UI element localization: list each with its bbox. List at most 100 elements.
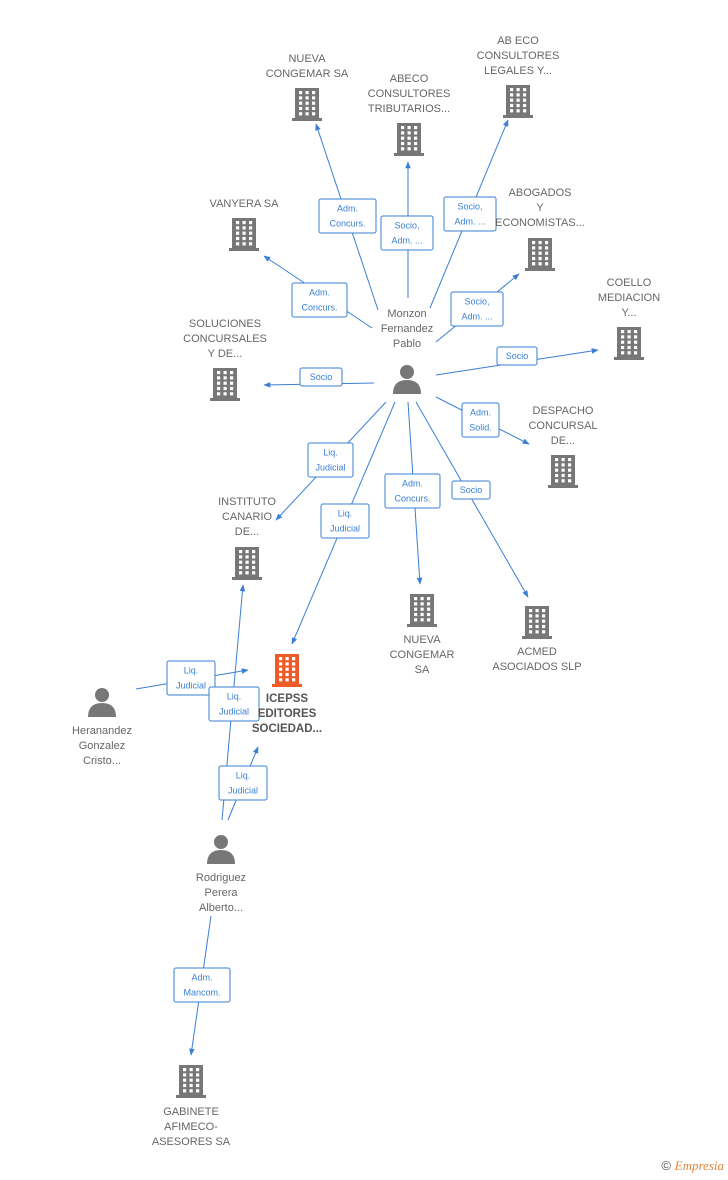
edge-label-text: Adm. ... [391, 236, 422, 246]
edge-label-box[interactable] [443, 196, 497, 232]
node-despacho[interactable]: DESPACHOCONCURSALDE... [528, 405, 598, 488]
person-icon [207, 835, 235, 864]
edge-monzon-abeco_tributarios: Socio,Adm. ... [380, 161, 434, 298]
node-label: ASESORES SA [152, 1136, 231, 1148]
node-label: ACMED [517, 646, 557, 658]
edge-monzon-abogados: Socio, Adm. ... [435, 273, 520, 343]
building-icon [229, 218, 259, 251]
edge-label-box[interactable] [299, 367, 343, 387]
edge-label-text: Adm. [191, 973, 212, 983]
node-label: DE... [551, 435, 575, 447]
node-label: SOCIEDAD... [252, 723, 322, 735]
node-abeco-legales[interactable]: AB ECO CONSULTORES LEGALES Y... [477, 35, 560, 118]
node-label: ECONOMISTAS... [495, 217, 585, 229]
edge-label-text: Judicial [330, 524, 360, 534]
node-label: CONSULTORES [477, 50, 560, 62]
person-icon [88, 688, 116, 717]
node-label: Heranandez [72, 725, 132, 737]
edge-monzon-icepss: Liq. Judicial [291, 401, 396, 645]
edge-label-box[interactable] [173, 967, 231, 1003]
building-icon [525, 238, 555, 271]
edge-label-text: Concurs. [394, 494, 430, 504]
edge-label-text: Adm. ... [461, 312, 492, 322]
edge-monzon-acmed: Socio [415, 401, 529, 598]
node-label: Fernandez [381, 323, 434, 335]
building-icon [176, 1065, 206, 1098]
node-vanyera[interactable]: VANYERA SA [210, 198, 280, 251]
edge-label-box[interactable] [461, 402, 500, 438]
node-heranandez[interactable]: HeranandezGonzalezCristo... [72, 688, 132, 767]
edge-label-text: Socio, [464, 297, 489, 307]
edge-label-text: Judicial [315, 463, 345, 473]
edge-monzon-nueva_congemar_bottom: Adm. Concurs. [384, 401, 441, 585]
node-label: Gonzalez [79, 740, 125, 752]
building-icon [522, 606, 552, 639]
edge-label-box[interactable] [307, 442, 354, 478]
edge-label-text: Socio [310, 372, 333, 382]
edge-label-box[interactable] [450, 291, 504, 327]
edge-label-text: Liq. [236, 771, 251, 781]
building-icon [407, 594, 437, 627]
node-label: Monzon [387, 308, 426, 320]
node-icepss[interactable]: ICEPSSEDITORESSOCIEDAD... [252, 654, 322, 735]
edge-label-text: Adm. [309, 288, 330, 298]
edge-label-box[interactable] [320, 503, 370, 539]
edge-label-text: Judicial [228, 786, 258, 796]
node-label: CONSULTORES [368, 88, 451, 100]
edge-label-box[interactable] [318, 198, 377, 234]
edge-label-text: Solid. [469, 423, 492, 433]
edge-label-text: Adm. [470, 408, 491, 418]
node-label: Cristo... [83, 755, 121, 767]
edge-label-box[interactable] [291, 282, 348, 318]
node-label: ABECO [390, 73, 429, 85]
node-label: Y... [621, 307, 636, 319]
node-label: AB ECO [497, 35, 539, 47]
node-label: CONGEMAR SA [266, 68, 349, 80]
edge-label-text: Adm. [337, 204, 358, 214]
node-abeco-tributarios[interactable]: ABECOCONSULTORESTRIBUTARIOS... [368, 73, 451, 156]
edge-label-text: Mancom. [183, 988, 220, 998]
node-abogados[interactable]: ABOGADOSYECONOMISTAS... [495, 187, 585, 271]
edge-label-text: Concurs. [301, 303, 337, 313]
node-rodriguez[interactable]: RodriguezPereraAlberto... [196, 835, 246, 914]
edge-label-box[interactable] [208, 686, 260, 722]
node-label: ABOGADOS [509, 187, 572, 199]
edge-monzon-abeco_legales: Socio,Adm. ... [429, 119, 509, 309]
node-label: CANARIO [222, 511, 273, 523]
node-label: SA [415, 664, 430, 676]
edge-heranandez-icepss: Liq.Judicial [135, 660, 249, 696]
node-label: LEGALES Y... [484, 65, 552, 77]
edge-label-box[interactable] [496, 346, 538, 366]
edges-layer: Adm.Concurs.Socio,Adm. ...Socio,Adm. ...… [135, 119, 599, 1056]
edge-label-text: Liq. [323, 448, 338, 458]
brand-logo[interactable]: Empresia [674, 1158, 724, 1173]
node-coello[interactable]: COELLOMEDIACIONY... [598, 277, 660, 360]
node-label: SOLUCIONES [189, 318, 261, 330]
building-icon [292, 88, 322, 121]
edge-label-text: Adm. [402, 479, 423, 489]
edge-label-box[interactable] [384, 473, 441, 509]
building-icon [272, 654, 302, 687]
edge-label-text: Judicial [219, 707, 249, 717]
edge-monzon-despacho: Adm. Solid. [435, 396, 530, 445]
edge-label-box[interactable] [166, 660, 216, 696]
edge-label-text: Concurs. [329, 219, 365, 229]
node-label: CONCURSAL [528, 420, 597, 432]
edge-label-box[interactable] [218, 765, 268, 801]
node-instituto[interactable]: INSTITUTOCANARIODE... [218, 496, 276, 580]
edge-label-box[interactable] [451, 480, 491, 500]
node-label: MEDIACION [598, 292, 660, 304]
edge-rodriguez-gabinete: Adm. Mancom. [173, 915, 231, 1056]
node-label: Pablo [393, 338, 421, 350]
edge-label-text: Socio [506, 351, 529, 361]
edge-label-box[interactable] [380, 215, 434, 251]
edge-label-text: Liq. [184, 666, 199, 676]
node-label: GABINETE [163, 1106, 219, 1118]
